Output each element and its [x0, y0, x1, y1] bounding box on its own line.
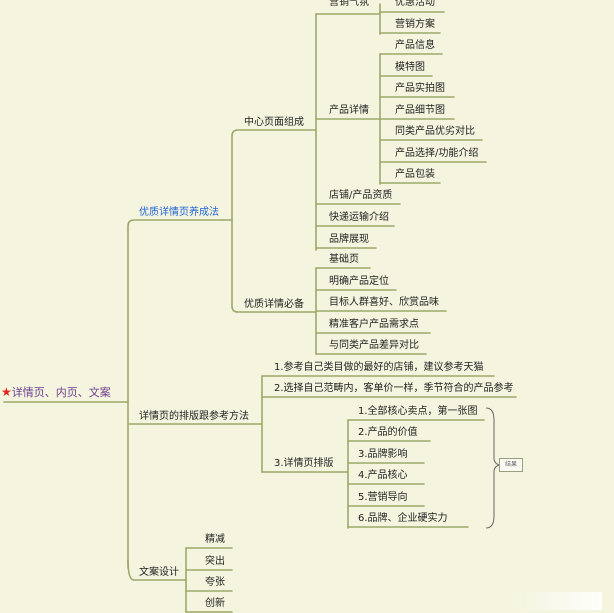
node-bb-5[interactable]: 与同类产品差异对比	[329, 340, 419, 351]
node-sub-5[interactable]: 5.营销导向	[358, 492, 408, 503]
node-wa-2[interactable]: 突出	[205, 556, 225, 567]
node-wenan[interactable]: 文案设计	[139, 567, 179, 578]
node-bb-1[interactable]: 基础页	[329, 254, 359, 265]
node-yingxiao[interactable]: 营销气氛	[329, 0, 369, 8]
node-sub-1[interactable]: 1.全部核心卖点，第一张图	[358, 406, 478, 417]
watermark-fade	[512, 592, 602, 610]
node-zhongxin[interactable]: 中心页面组成	[244, 117, 304, 128]
node-paiban[interactable]: 详情页的排版跟参考方法	[139, 411, 249, 422]
star-icon: ★	[1, 385, 12, 399]
node-wa-3[interactable]: 夸张	[205, 577, 225, 588]
node-fangan[interactable]: 营销方案	[395, 19, 435, 30]
node-bb-4[interactable]: 精准客户产品需求点	[329, 319, 419, 330]
node-pb-3[interactable]: 3.详情页排版	[274, 458, 334, 469]
summary-note[interactable]: 结果	[499, 458, 523, 472]
node-xq-7[interactable]: 产品包装	[395, 169, 435, 180]
node-youzhi[interactable]: 优质详情页养成法	[139, 207, 219, 218]
node-bibei[interactable]: 优质详情必备	[244, 299, 304, 310]
node-pb-2[interactable]: 2.选择自己范畴内，客单价一样，季节符合的产品参考	[274, 383, 514, 394]
node-kuaidi[interactable]: 快递运输介绍	[329, 212, 389, 223]
node-xq-2[interactable]: 模特图	[395, 62, 425, 73]
node-xq-4[interactable]: 产品细节图	[395, 105, 445, 116]
node-xq-3[interactable]: 产品实拍图	[395, 83, 445, 94]
node-bb-2[interactable]: 明确产品定位	[329, 276, 389, 287]
node-bb-3[interactable]: 目标人群喜好、欣赏品味	[329, 297, 439, 308]
node-wa-1[interactable]: 精减	[205, 534, 225, 545]
node-sub-4[interactable]: 4.产品核心	[358, 470, 408, 481]
node-xiangqing[interactable]: 产品详情	[329, 105, 369, 116]
node-wa-4[interactable]: 创新	[205, 598, 225, 609]
root-label: 详情页、内页、文案	[11, 386, 111, 399]
node-pinpai[interactable]: 品牌展现	[329, 234, 369, 245]
node-zizhi[interactable]: 店铺/产品资质	[329, 190, 393, 201]
node-youhui[interactable]: 优惠活动	[395, 0, 435, 8]
node-sub-2[interactable]: 2.产品的价值	[358, 427, 418, 438]
root-node[interactable]: ★详情页、内页、文案	[1, 386, 111, 399]
node-sub-6[interactable]: 6.品牌、企业硬实力	[358, 513, 448, 524]
node-sub-3[interactable]: 3.品牌影响	[358, 449, 408, 460]
node-xq-5[interactable]: 同类产品优劣对比	[395, 126, 475, 137]
node-xq-1[interactable]: 产品信息	[395, 40, 435, 51]
node-xq-6[interactable]: 产品选择/功能介绍	[395, 148, 479, 159]
node-pb-1[interactable]: 1.参考自己类目做的最好的店铺，建议参考天猫	[274, 362, 484, 373]
